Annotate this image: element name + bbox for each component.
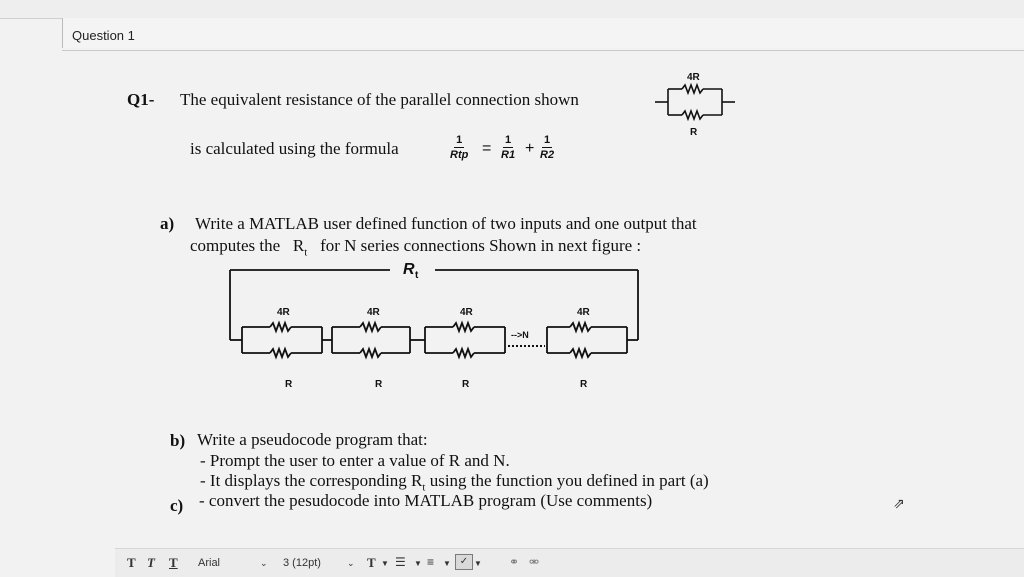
bullet-list-icon[interactable]: ☰ [395,555,406,569]
underline-button[interactable]: T [169,555,178,570]
series-top-label-4: 4R [577,307,591,318]
parallel-circuit-diagram: 4R R [655,72,735,138]
series-bottom-label-4: R [580,379,588,390]
editor-toolbar: T T T Arial ⌄ 3 (12pt) ⌄ T ▼ ☰ ▼ ≡ ▼ ✓ ▼… [115,548,1024,577]
formula-t1-den: R1 [501,149,516,161]
part-b-line3-pre: - It displays the corresponding [200,471,407,490]
part-b-line2: - Prompt the user to enter a value of R … [200,451,510,470]
series-top-label-2: 4R [367,307,381,318]
formula-equals: = [482,140,492,157]
series-top-label-1: 4R [277,307,291,318]
q1-line2: is calculated using the formula [190,139,399,158]
part-b-line3-post: using the function you defined in part (… [429,471,709,490]
formula-t2-den: R2 [540,149,555,161]
numbered-list-dropdown-icon[interactable]: ▼ [443,559,451,568]
formula-t2-num: 1 [541,134,553,148]
question-header [62,18,1024,48]
part-a-rt: R [292,236,305,255]
italic-button[interactable]: T [147,555,155,570]
spellcheck-icon[interactable]: ✓ [455,554,473,570]
series-bottom-label-1: R [285,379,293,390]
part-a-line1: Write a MATLAB user defined function of … [195,214,697,233]
numbered-list-icon[interactable]: ≡ [427,555,435,569]
text-color-button[interactable]: T [367,555,376,570]
small-top-label: 4R [687,72,701,83]
bold-button[interactable]: T [127,555,136,570]
font-size-chevron-down-icon[interactable]: ⌄ [347,558,355,568]
unlink-icon[interactable]: ⚮ [529,555,540,569]
formula-lhs-num: 1 [454,134,465,148]
series-top-label-3: 4R [460,307,474,318]
font-size-select[interactable]: 3 (12pt) [283,557,321,569]
spellcheck-dropdown-icon[interactable]: ▼ [474,559,482,568]
part-a-marker: a) [160,214,175,233]
part-a-line2-pre: computes the [190,236,281,255]
part-a-line2: computes the Rt for N series connections… [190,236,641,258]
font-family-select[interactable]: Arial [198,557,221,569]
part-c-marker: c) [170,496,184,515]
part-a-line2-post: for N series connections Shown in next f… [320,236,642,255]
formula-lhs-den: Rtp [450,149,469,161]
part-b-marker: b) [170,431,186,450]
series-circuit-diagram: R t -->N 4R 4R 4R 4R R R R R [229,261,639,390]
bullet-list-dropdown-icon[interactable]: ▼ [414,559,422,568]
small-bottom-label: R [690,127,698,138]
part-b-rt-sub: t [422,481,426,494]
q1-label: Q1- [127,90,155,109]
font-family-chevron-down-icon[interactable]: ⌄ [260,558,268,568]
mouse-cursor-icon: ⇗ [893,496,905,512]
q1-line1: The equivalent resistance of the paralle… [180,90,579,109]
series-bottom-label-3: R [462,379,470,390]
part-c-line1: - convert the pesudocode into MATLAB pro… [199,491,653,510]
header-divider [62,50,1024,51]
formula-term2: 1 R2 [540,134,554,161]
question-title: Question 1 [72,28,135,43]
top-strip [0,0,1024,19]
part-b-rt: R [411,471,423,490]
formula-term1: 1 R1 [501,134,515,161]
series-total-label: R [403,261,415,278]
part-b-line1: Write a pseudocode program that: [197,430,428,449]
link-icon[interactable]: ⚭ [509,555,520,569]
series-n-label: -->N [511,330,529,340]
text-color-dropdown-icon[interactable]: ▼ [381,559,389,568]
series-bottom-label-2: R [375,379,383,390]
formula-lhs: 1 Rtp [450,134,468,161]
series-total-sub: t [415,270,419,281]
formula-plus: + [525,140,535,157]
part-a-rt-sub: t [304,246,308,259]
formula-t1-num: 1 [502,134,514,148]
part-b-line3: - It displays the corresponding Rt using… [200,471,709,493]
